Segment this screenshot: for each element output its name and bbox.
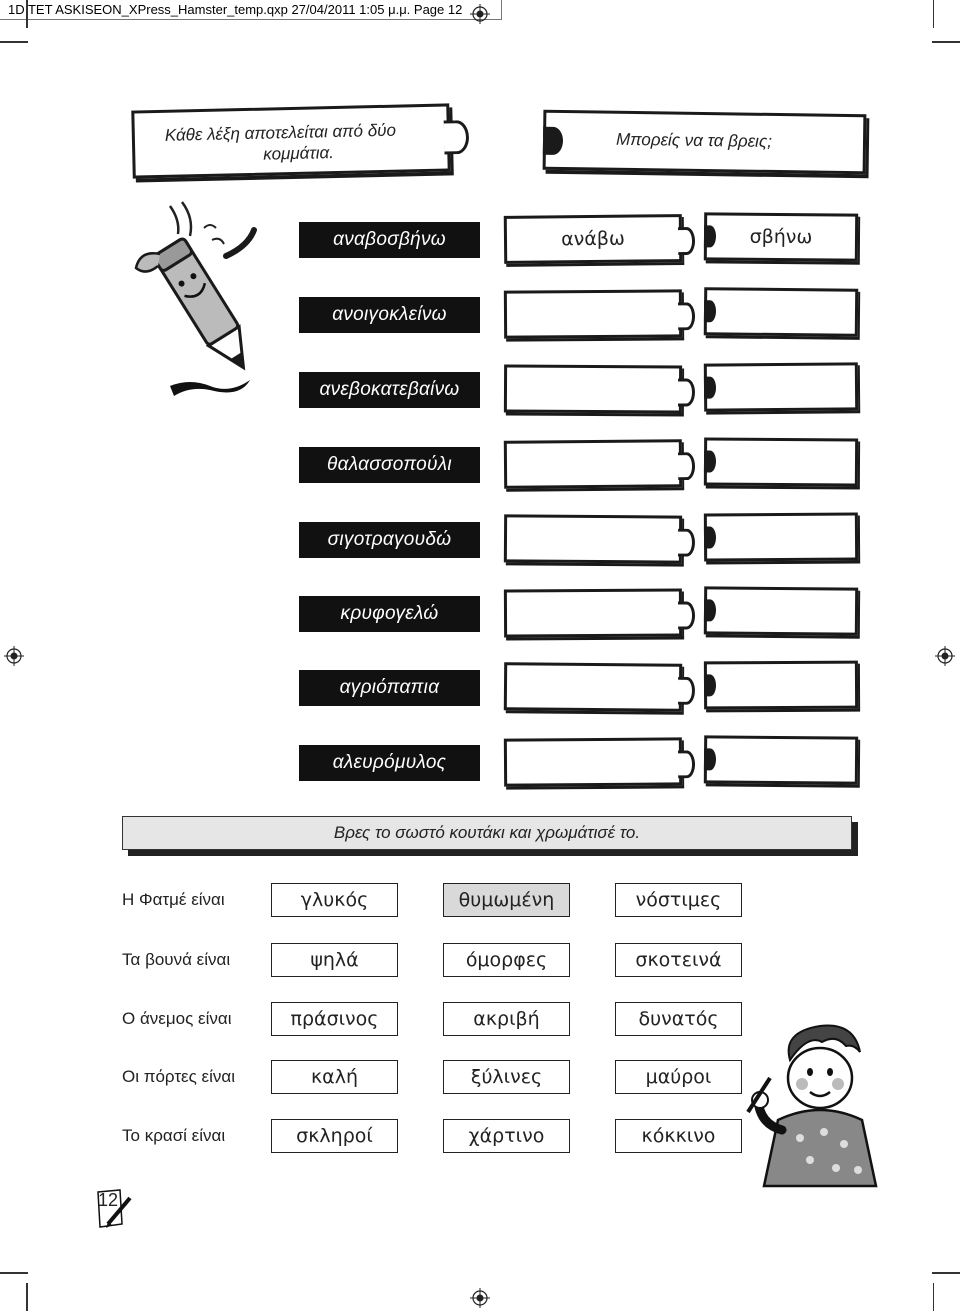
sentence-label: Το κρασί είναι (122, 1126, 226, 1145)
crop-mark-bottom-right-v (932, 1283, 934, 1311)
crop-mark-bottom-left-v (26, 1283, 28, 1311)
answer-option[interactable]: πράσινος (271, 1002, 398, 1036)
word-part-two-answer[interactable] (703, 437, 859, 487)
crop-mark-bottom-right-h (932, 1272, 960, 1274)
sentence-label: Ο άνεμος είναι (122, 1009, 232, 1028)
instruction-banner-left: Κάθε λέξη αποτελείται από δύο κομμάτια. (131, 103, 451, 179)
answer-option[interactable]: δυνατός (615, 1002, 742, 1036)
answer-option[interactable]: χάρτινο (443, 1119, 570, 1153)
answer-option[interactable]: σκληροί (271, 1119, 398, 1153)
word-part-one-answer[interactable]: ανάβω (503, 214, 683, 264)
word-part-one-answer[interactable] (503, 588, 683, 638)
crop-mark-top-left-h (0, 41, 28, 43)
registration-mark-icon (935, 646, 955, 666)
word-part-one-text: ανάβω (561, 227, 625, 251)
answer-option[interactable]: μαύροι (615, 1060, 742, 1094)
word-part-one-answer[interactable] (503, 289, 683, 339)
word-part-two-answer[interactable] (703, 362, 859, 412)
answer-option[interactable]: ψηλά (271, 943, 398, 977)
answer-option[interactable]: γλυκός (271, 883, 398, 917)
compound-word-box: σιγοτραγουδώ (299, 522, 480, 558)
sentence-label: Η Φατμέ είναι (122, 890, 225, 909)
compound-word-box: κρυφογελώ (299, 596, 480, 632)
instruction-banner-right: Μπορείς να τα βρεις; (542, 109, 867, 175)
compound-word-box: ανεβοκατεβαίνω (299, 372, 480, 408)
compound-word-box: αγριόπαπια (299, 670, 480, 706)
crop-mark-top-right-h (932, 41, 960, 43)
registration-mark-icon (470, 4, 490, 24)
compound-word-box: αναβοσβήνω (299, 222, 480, 258)
answer-option[interactable]: όμορφες (443, 943, 570, 977)
page-number: 12 (98, 1190, 119, 1210)
compound-word-box: θαλασσοπούλι (299, 447, 480, 483)
word-part-two-answer[interactable] (703, 512, 859, 562)
answer-option[interactable]: καλή (271, 1060, 398, 1094)
word-part-two-answer[interactable] (703, 660, 859, 710)
pencil-character-illustration (134, 201, 257, 396)
word-part-one-answer[interactable] (503, 514, 683, 564)
word-part-two-answer[interactable] (703, 586, 859, 636)
page-number-badge: 12 (96, 1188, 134, 1230)
registration-mark-icon (4, 646, 24, 666)
compound-word-box: αλευρόμυλος (299, 745, 480, 781)
crop-mark-top-right-v (932, 0, 934, 28)
answer-option[interactable]: σκοτεινά (615, 943, 742, 977)
word-part-two-text: σβήνω (749, 225, 813, 249)
instruction-bar: Βρες το σωστό κουτάκι και χρωμάτισέ το. (122, 816, 858, 856)
answer-option[interactable]: κόκκινο (615, 1119, 742, 1153)
word-part-one-answer[interactable] (503, 439, 683, 489)
file-slug-line: 1D TET ASKISEON_XPress_Hamster_temp.qxp … (0, 0, 502, 20)
boy-writing-illustration (746, 1024, 878, 1188)
word-part-one-answer[interactable] (503, 364, 683, 414)
word-part-two-answer[interactable] (703, 287, 859, 337)
sentence-label: Οι πόρτες είναι (122, 1067, 236, 1086)
answer-option[interactable]: ακριβή (443, 1002, 570, 1036)
word-part-two-answer[interactable] (703, 735, 859, 785)
sentence-label: Τα βουνά είναι (122, 950, 231, 969)
crop-mark-top-left-v (26, 0, 28, 28)
word-part-one-answer[interactable] (503, 737, 683, 787)
pencil-page-icon (97, 1189, 132, 1228)
answer-option-highlighted[interactable]: θυμωμένη (443, 883, 570, 917)
registration-mark-icon (470, 1288, 490, 1308)
instruction-text: Βρες το σωστό κουτάκι και χρωμάτισέ το. (122, 816, 852, 850)
word-part-one-answer[interactable] (503, 662, 683, 712)
answer-option[interactable]: νόστιμες (615, 883, 742, 917)
banner-right-text: Μπορείς να τα βρεις; (615, 129, 773, 151)
word-part-two-answer[interactable]: σβήνω (703, 212, 859, 262)
answer-option[interactable]: ξύλινες (443, 1060, 570, 1094)
crop-mark-bottom-left-h (0, 1272, 28, 1274)
compound-word-box: ανοιγοκλείνω (299, 297, 480, 333)
